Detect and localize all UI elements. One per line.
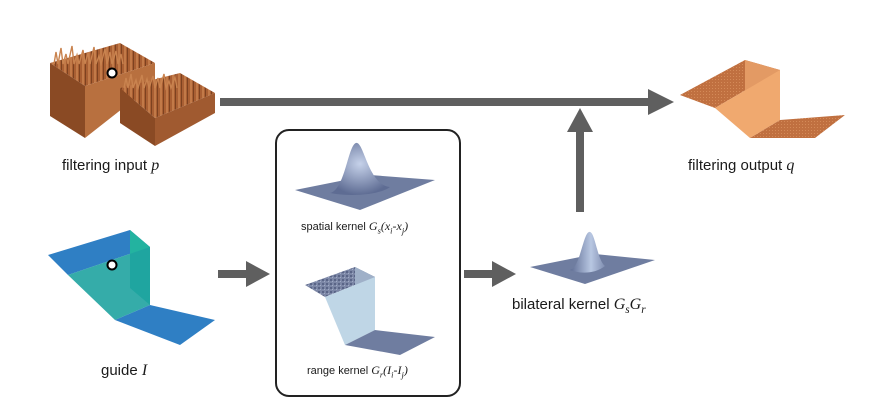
arrow-right-icon <box>218 261 270 287</box>
range-kernel-surface <box>305 267 435 355</box>
filtering-input-surface <box>50 43 215 146</box>
bilateral-kernel-label: bilateral kernel GsGr <box>512 296 646 317</box>
filtering-output-surface <box>680 60 845 138</box>
kernel-box <box>275 129 461 397</box>
guide-surface <box>48 230 215 345</box>
range-kernel-label: range kernel Gr(Ii-Ij) <box>307 363 408 380</box>
spatial-kernel-surface <box>295 142 435 210</box>
pixel-marker-icon <box>106 259 118 271</box>
arrow-right-icon <box>464 261 516 287</box>
filtering-input-label: filtering input p <box>62 157 160 174</box>
arrow-right-icon <box>220 89 674 115</box>
bilateral-kernel-surface <box>530 231 655 284</box>
spatial-kernel-label: spatial kernel Gs(xi-xj) <box>301 219 409 236</box>
guide-label: guide I <box>101 362 148 379</box>
arrow-up-icon <box>567 108 593 212</box>
filtering-output-label: filtering output q <box>688 157 795 174</box>
pixel-marker-icon <box>106 67 118 79</box>
